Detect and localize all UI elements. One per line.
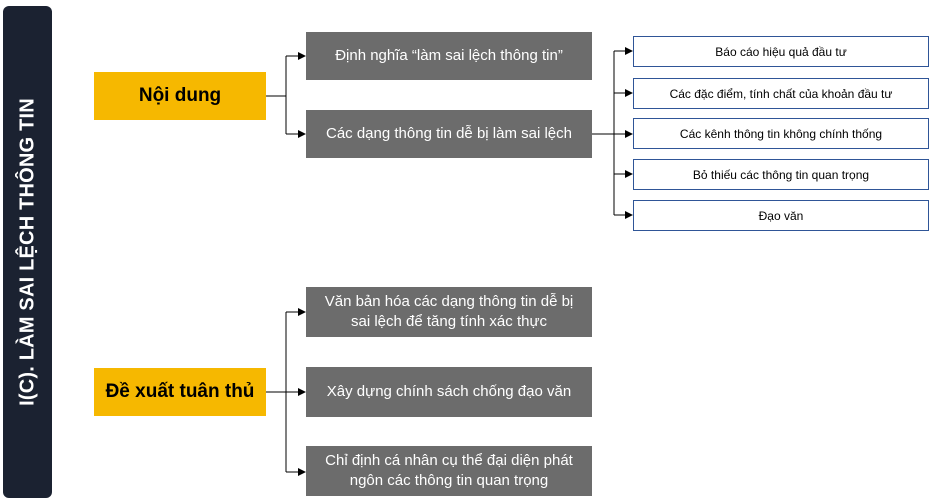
leaf-dao-van: Đạo văn xyxy=(633,200,929,231)
category-noi-dung-label: Nội dung xyxy=(138,85,222,106)
side-title-bar: I(C). LÀM SAI LỆCH THÔNG TIN xyxy=(3,6,52,498)
node-cac-dang: Các dạng thông tin dễ bị làm sai lệch xyxy=(306,110,592,158)
node-dinh-nghia: Định nghĩa “làm sai lệch thông tin” xyxy=(306,32,592,80)
node-xay-dung: Xây dựng chính sách chống đạo văn xyxy=(306,367,592,417)
node-van-ban-hoa: Văn bản hóa các dạng thông tin dễ bị sai… xyxy=(306,287,592,337)
node-van-ban-hoa-label: Văn bản hóa các dạng thông tin dễ bị sai… xyxy=(324,292,574,330)
leaf-dac-diem: Các đặc điểm, tính chất của khoản đầu tư xyxy=(633,78,929,109)
leaf-bao-cao: Báo cáo hiệu quả đầu tư xyxy=(633,36,929,67)
leaf-bo-thieu-label: Bỏ thiếu các thông tin quan trọng xyxy=(692,167,870,182)
node-chi-dinh: Chỉ định cá nhân cụ thể đại diện phát ng… xyxy=(306,446,592,496)
node-dinh-nghia-label: Định nghĩa “làm sai lệch thông tin” xyxy=(335,46,563,64)
leaf-kenh-thong-tin: Các kênh thông tin không chính thống xyxy=(633,118,929,149)
leaf-bao-cao-label: Báo cáo hiệu quả đầu tư xyxy=(715,44,847,59)
node-xay-dung-label: Xây dựng chính sách chống đạo văn xyxy=(326,382,572,400)
leaf-kenh-thong-tin-label: Các kênh thông tin không chính thống xyxy=(679,126,883,141)
leaf-dao-van-label: Đạo văn xyxy=(758,208,804,223)
leaf-dac-diem-label: Các đặc điểm, tính chất của khoản đầu tư xyxy=(669,86,893,101)
node-chi-dinh-label: Chỉ định cá nhân cụ thể đại diện phát ng… xyxy=(325,451,573,489)
node-cac-dang-label: Các dạng thông tin dễ bị làm sai lệch xyxy=(326,124,572,142)
leaf-bo-thieu: Bỏ thiếu các thông tin quan trọng xyxy=(633,159,929,190)
category-de-xuat-label: Đề xuất tuân thủ xyxy=(105,381,255,402)
category-noi-dung: Nội dung xyxy=(94,72,266,120)
category-de-xuat: Đề xuất tuân thủ xyxy=(94,368,266,416)
